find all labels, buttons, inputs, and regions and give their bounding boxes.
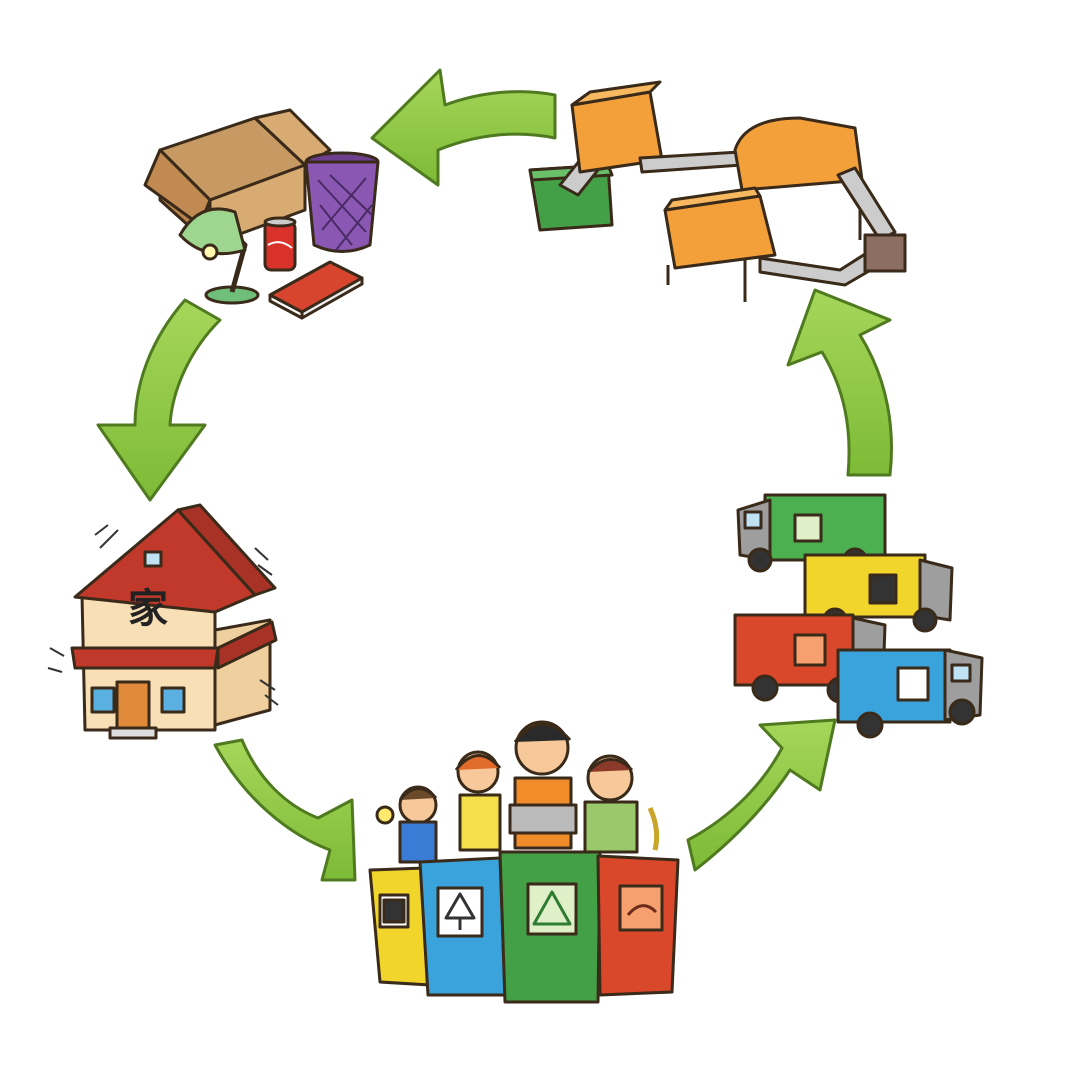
desk-lamp-icon: [178, 207, 260, 305]
arrow-bottom-left-icon: [213, 738, 357, 882]
soda-can-icon: [263, 216, 297, 272]
person-girl-icon: [454, 750, 502, 852]
recycling-plant-icon: [528, 80, 907, 302]
arrow-right-icon: [786, 288, 893, 477]
arrow-bottom-right-icon: [686, 718, 837, 872]
arrow-top-icon: [370, 68, 557, 187]
bin-green-icon: [498, 850, 602, 1004]
trucks-group: [733, 493, 984, 739]
truck-yellow-icon: [803, 553, 954, 633]
orange-building-3-icon: [663, 186, 777, 302]
conveyor-stairs-icon: [836, 166, 897, 242]
bin-red-icon: [596, 854, 680, 997]
book-icon: [268, 260, 364, 320]
truck-blue-icon: [836, 648, 984, 739]
waste-basket-icon: [304, 151, 380, 253]
person-old-man-icon: [583, 754, 660, 854]
person-boy-icon: [375, 785, 438, 864]
arrow-left-icon: [96, 298, 222, 502]
cycle-arrows: [96, 68, 893, 882]
house-icon: 家: [47, 503, 279, 740]
house-label: 家: [128, 586, 168, 632]
household-items-group: [143, 108, 380, 320]
person-man-icon: [508, 720, 578, 850]
sorting-group: [368, 720, 680, 1004]
bin-blue-icon: [418, 856, 507, 997]
